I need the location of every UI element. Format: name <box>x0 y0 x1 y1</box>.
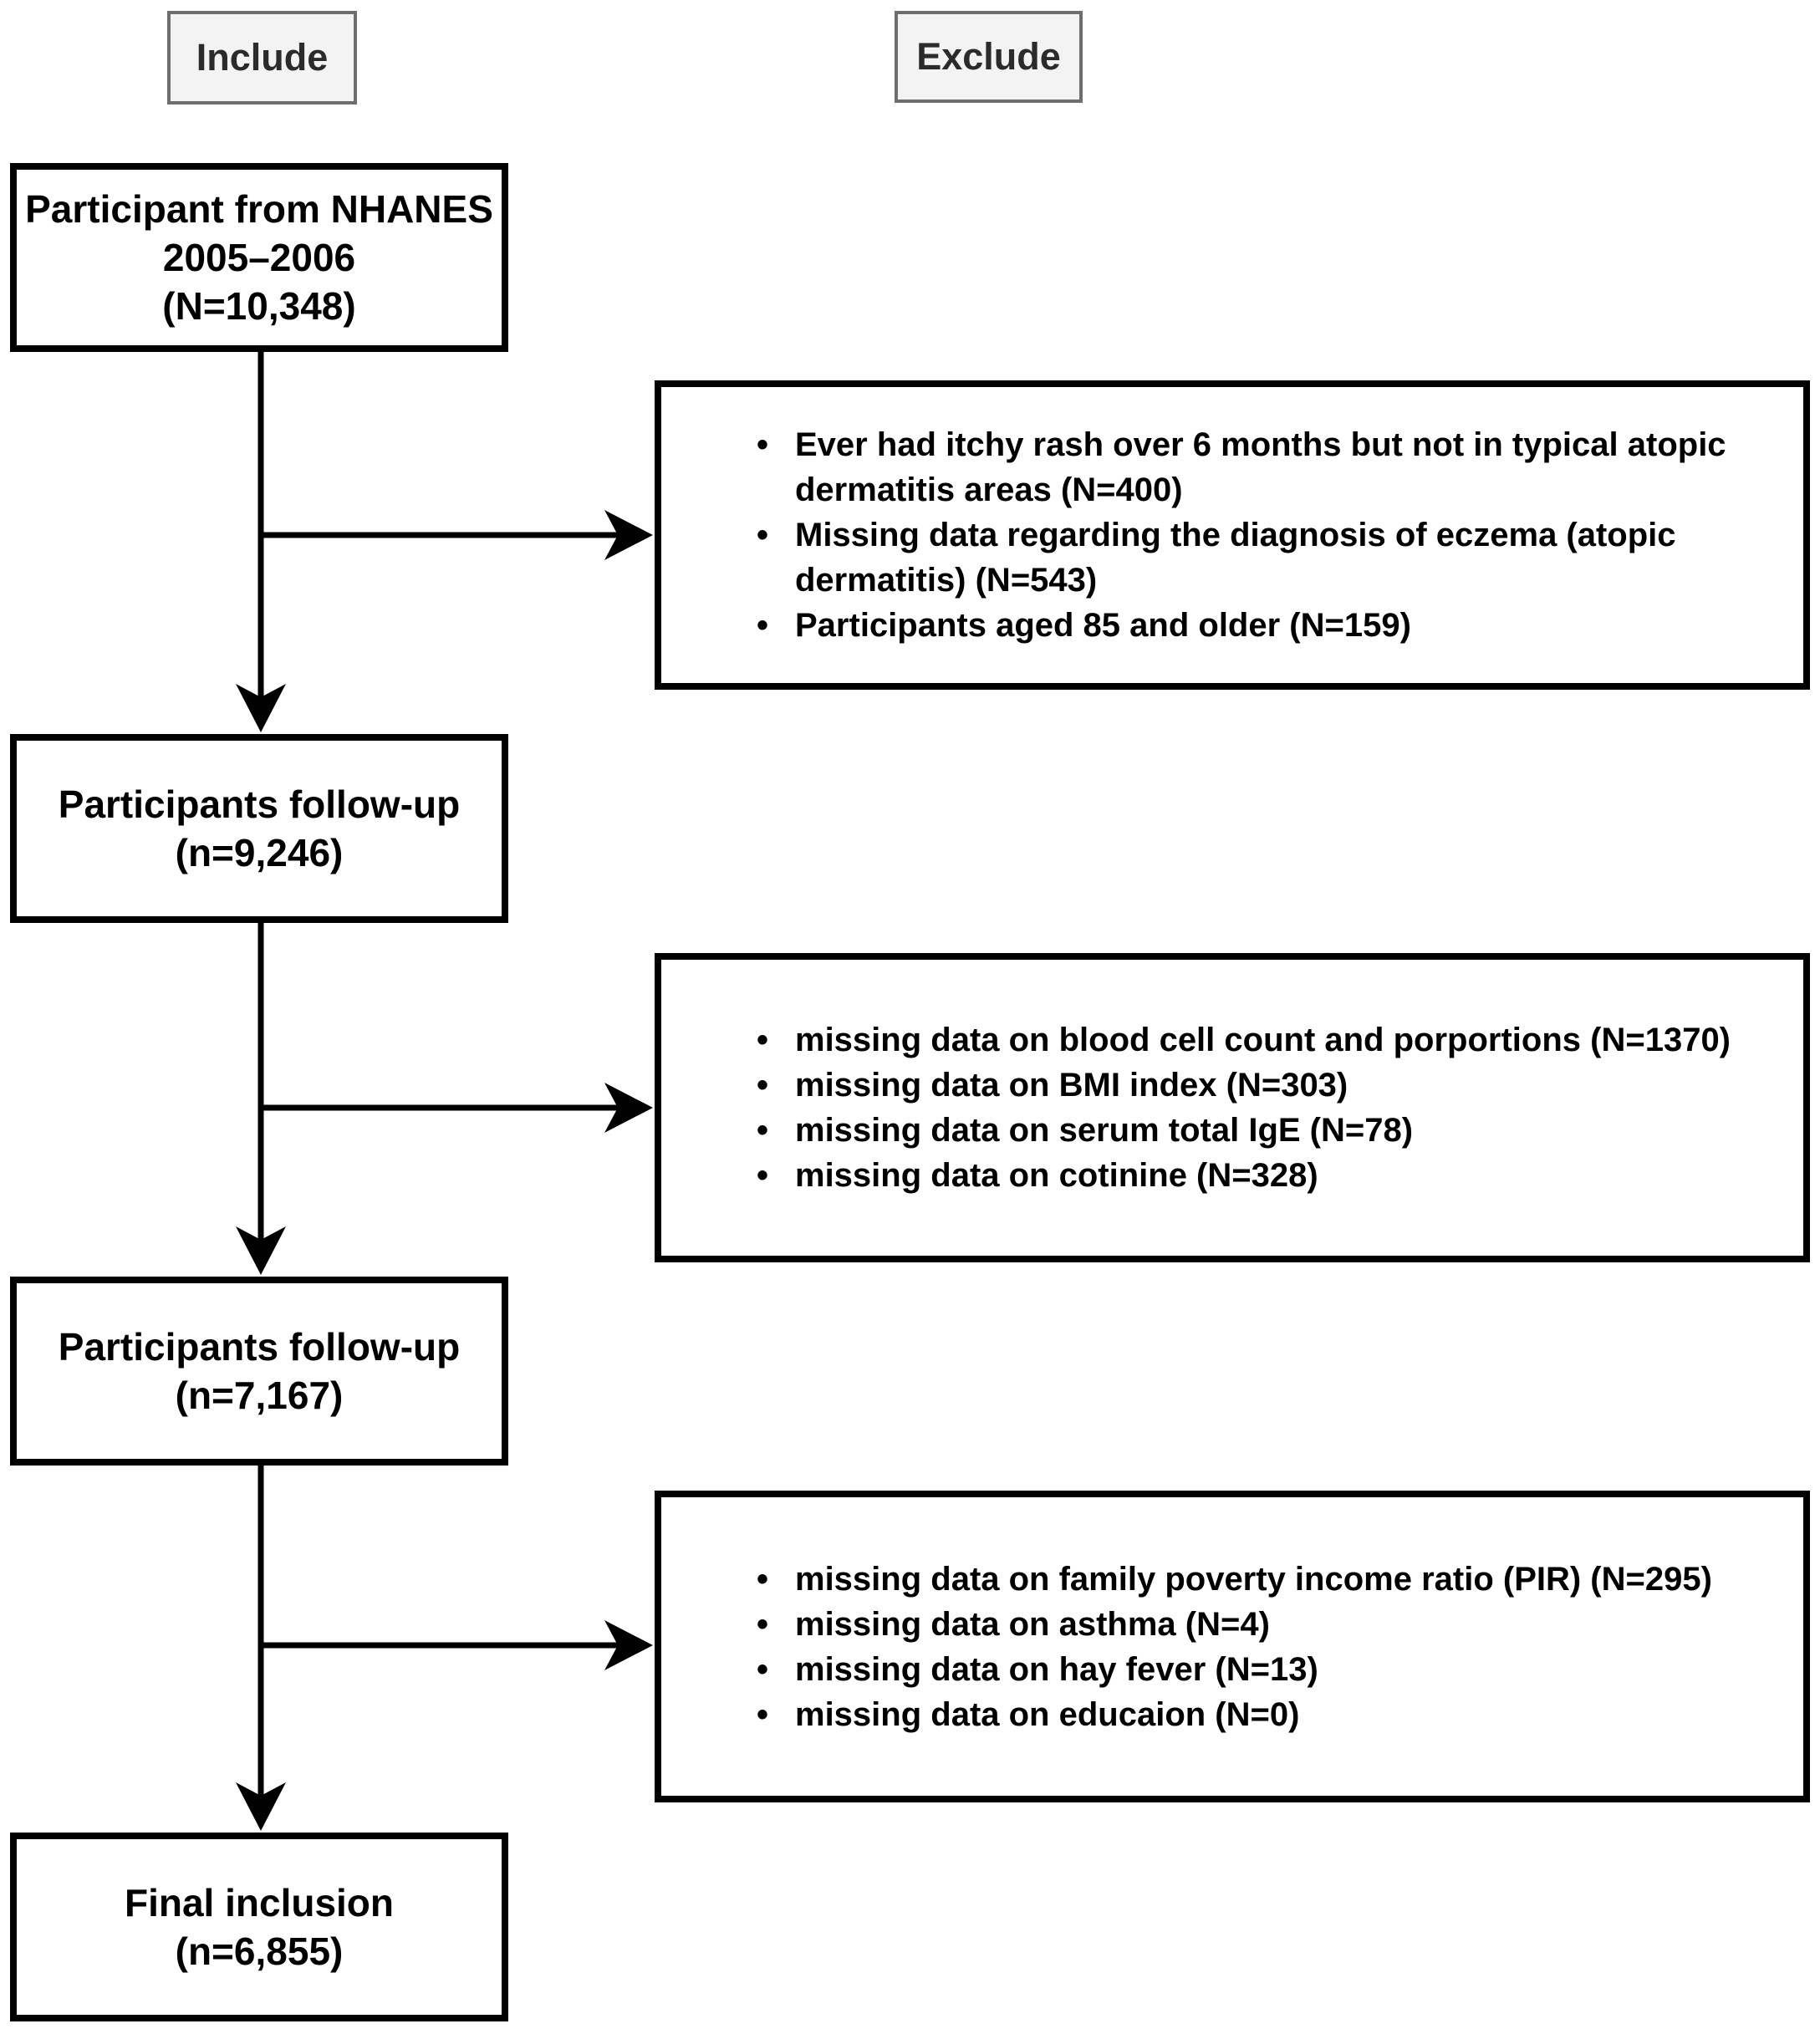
exclusion-item: missing data on blood cell count and por… <box>755 1017 1731 1063</box>
exclusion-box-2: missing data on blood cell count and por… <box>655 953 1810 1262</box>
flow-box-text-line: (n=9,246) <box>175 831 344 874</box>
flow-box-text-line: (N=10,348) <box>162 284 356 328</box>
exclusion-list-3: missing data on family poverty income ra… <box>661 1557 1722 1737</box>
flow-box-text-line: Participant from NHANES <box>25 187 493 231</box>
exclusion-item: missing data on hay fever (N=13) <box>755 1647 1712 1692</box>
flow-box-text-line: Final inclusion <box>124 1881 395 1924</box>
flow-box-text-line: (n=7,167) <box>175 1374 344 1417</box>
exclusion-item: missing data on BMI index (N=303) <box>755 1063 1731 1108</box>
exclusion-item: missing data on serum total IgE (N=78) <box>755 1108 1731 1153</box>
exclusion-item: missing data on asthma (N=4) <box>755 1602 1712 1647</box>
flow-box-text-line: (n=6,855) <box>175 1929 344 1973</box>
exclusion-list-2: missing data on blood cell count and por… <box>661 1017 1741 1198</box>
exclusion-item: missing data on educaion (N=0) <box>755 1692 1712 1737</box>
flow-box-text-line: Participants follow-up <box>58 783 461 826</box>
exclusion-item: Participants aged 85 and older (N=159) <box>755 603 1793 648</box>
exclusion-item: Missing data regarding the diagnosis of … <box>755 512 1793 603</box>
flow-box-text-line: Participants follow-up <box>58 1325 461 1369</box>
exclusion-item: missing data on cotinine (N=328) <box>755 1153 1731 1198</box>
arrow-nhanes-to-followup1 <box>236 352 286 732</box>
arrow-followup1-to-followup2 <box>236 923 286 1275</box>
arrow-followup2-to-final <box>236 1466 286 1831</box>
exclusion-box-3: missing data on family poverty income ra… <box>655 1491 1810 1802</box>
exclusion-item: missing data on family poverty income ra… <box>755 1557 1712 1602</box>
exclusion-item: Ever had itchy rash over 6 months but no… <box>755 422 1793 512</box>
exclusion-box-1: Ever had itchy rash over 6 months but no… <box>655 380 1810 690</box>
exclusion-list-1: Ever had itchy rash over 6 months but no… <box>661 422 1803 648</box>
arrow-to-exclusion-2 <box>261 1083 653 1133</box>
arrow-to-exclusion-3 <box>261 1620 653 1670</box>
arrow-to-exclusion-1 <box>261 510 653 560</box>
flow-box-participants-followup-7167: Participants follow-up (n=7,167) <box>10 1277 508 1466</box>
exclude-column-label: Exclude <box>895 11 1083 103</box>
flow-box-text-line: 2005–2006 <box>162 236 356 279</box>
flow-box-participants-nhanes: Participant from NHANES 2005–2006 (N=10,… <box>10 163 508 352</box>
include-column-label: Include <box>167 11 357 105</box>
flow-box-participants-followup-9246: Participants follow-up (n=9,246) <box>10 734 508 923</box>
flow-box-final-inclusion: Final inclusion (n=6,855) <box>10 1833 508 2021</box>
